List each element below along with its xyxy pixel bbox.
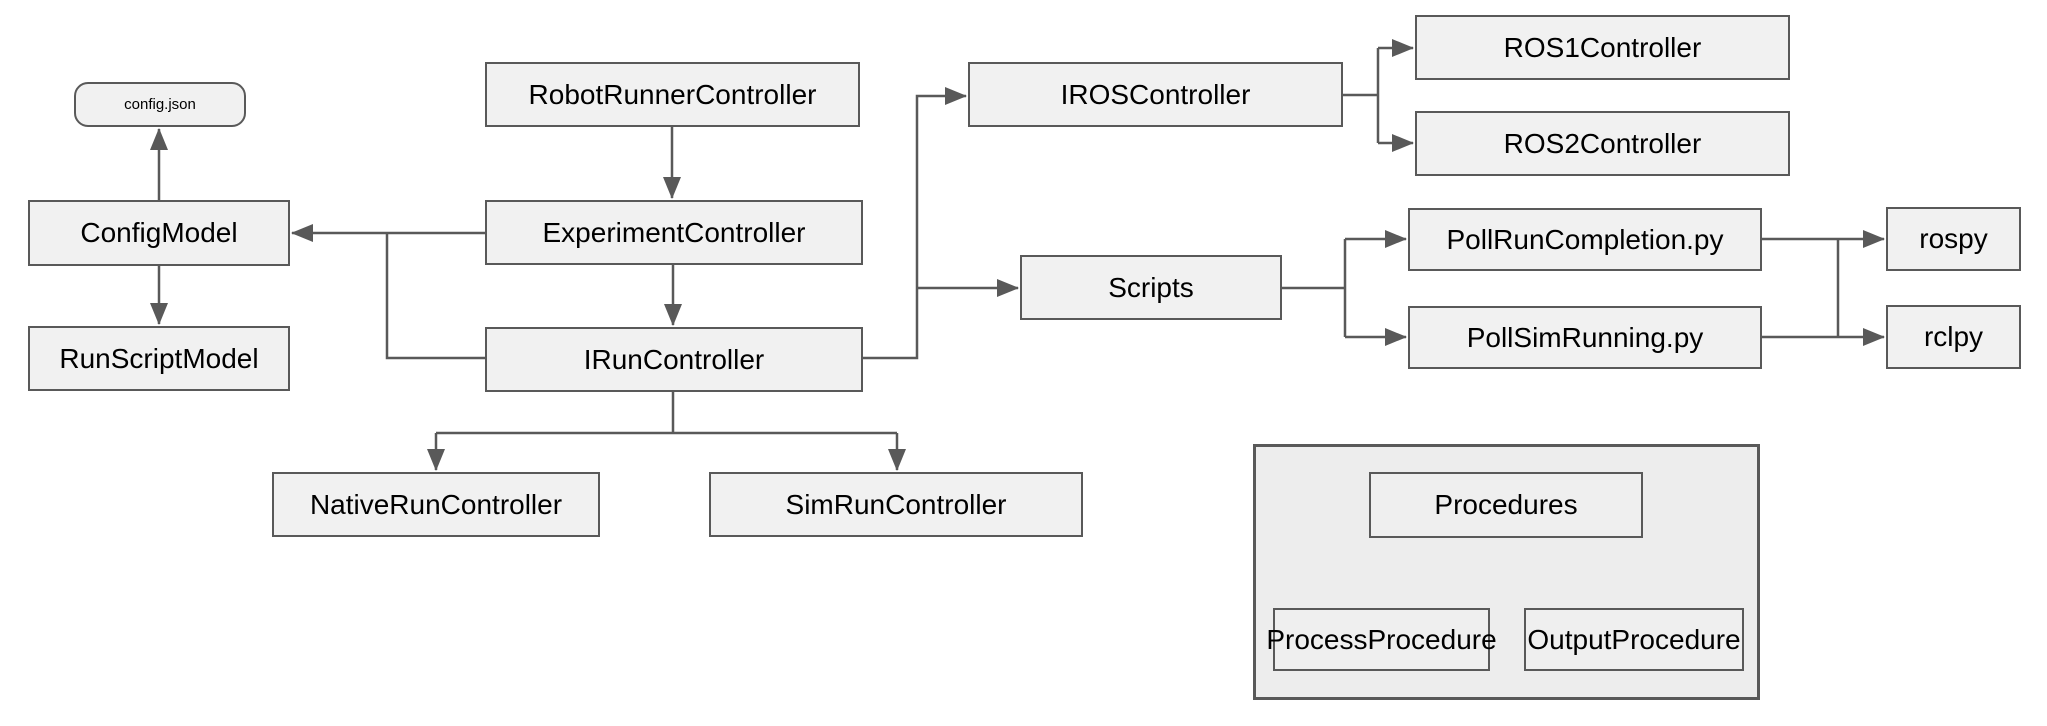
node-rospy: rospy: [1886, 207, 2021, 271]
node-configmodel: ConfigModel: [28, 200, 290, 266]
edge-scripts-trunk: [1282, 239, 1347, 337]
node-iroscontroller: IROSController: [968, 62, 1343, 127]
node-ros1controller: ROS1Controller: [1415, 15, 1790, 80]
node-scripts: Scripts: [1020, 255, 1282, 320]
node-processprocedure: ProcessProcedure: [1266, 608, 1497, 671]
node-config-json: config.json: [74, 82, 246, 127]
node-robotrunnercontroller: RobotRunnerController: [485, 62, 860, 127]
node-rclpy: rclpy: [1886, 305, 2021, 369]
node-runscriptmodel: RunScriptModel: [28, 326, 290, 391]
node-pollsimrunning: PollSimRunning.py: [1408, 306, 1762, 369]
node-ros2controller: ROS2Controller: [1415, 111, 1790, 176]
edge-iroscontroller-trunk: [1343, 48, 1380, 143]
node-experimentcontroller: ExperimentController: [485, 200, 863, 265]
node-simruncontroller: SimRunController: [709, 472, 1083, 537]
edge-iruncontroller-children-trunk: [436, 392, 897, 435]
edge-iruncontroller-to-configmodel-branch: [385, 233, 485, 360]
node-iruncontroller: IRunController: [485, 327, 863, 392]
edge-iruncontroller-to-iroscontroller: [863, 87, 967, 360]
node-pollruncompletion: PollRunCompletion.py: [1408, 208, 1762, 271]
node-nativeruncontroller: NativeRunController: [272, 472, 600, 537]
node-outputprocedure: OutputProcedure: [1524, 608, 1744, 671]
node-procedures: Procedures: [1369, 472, 1643, 538]
